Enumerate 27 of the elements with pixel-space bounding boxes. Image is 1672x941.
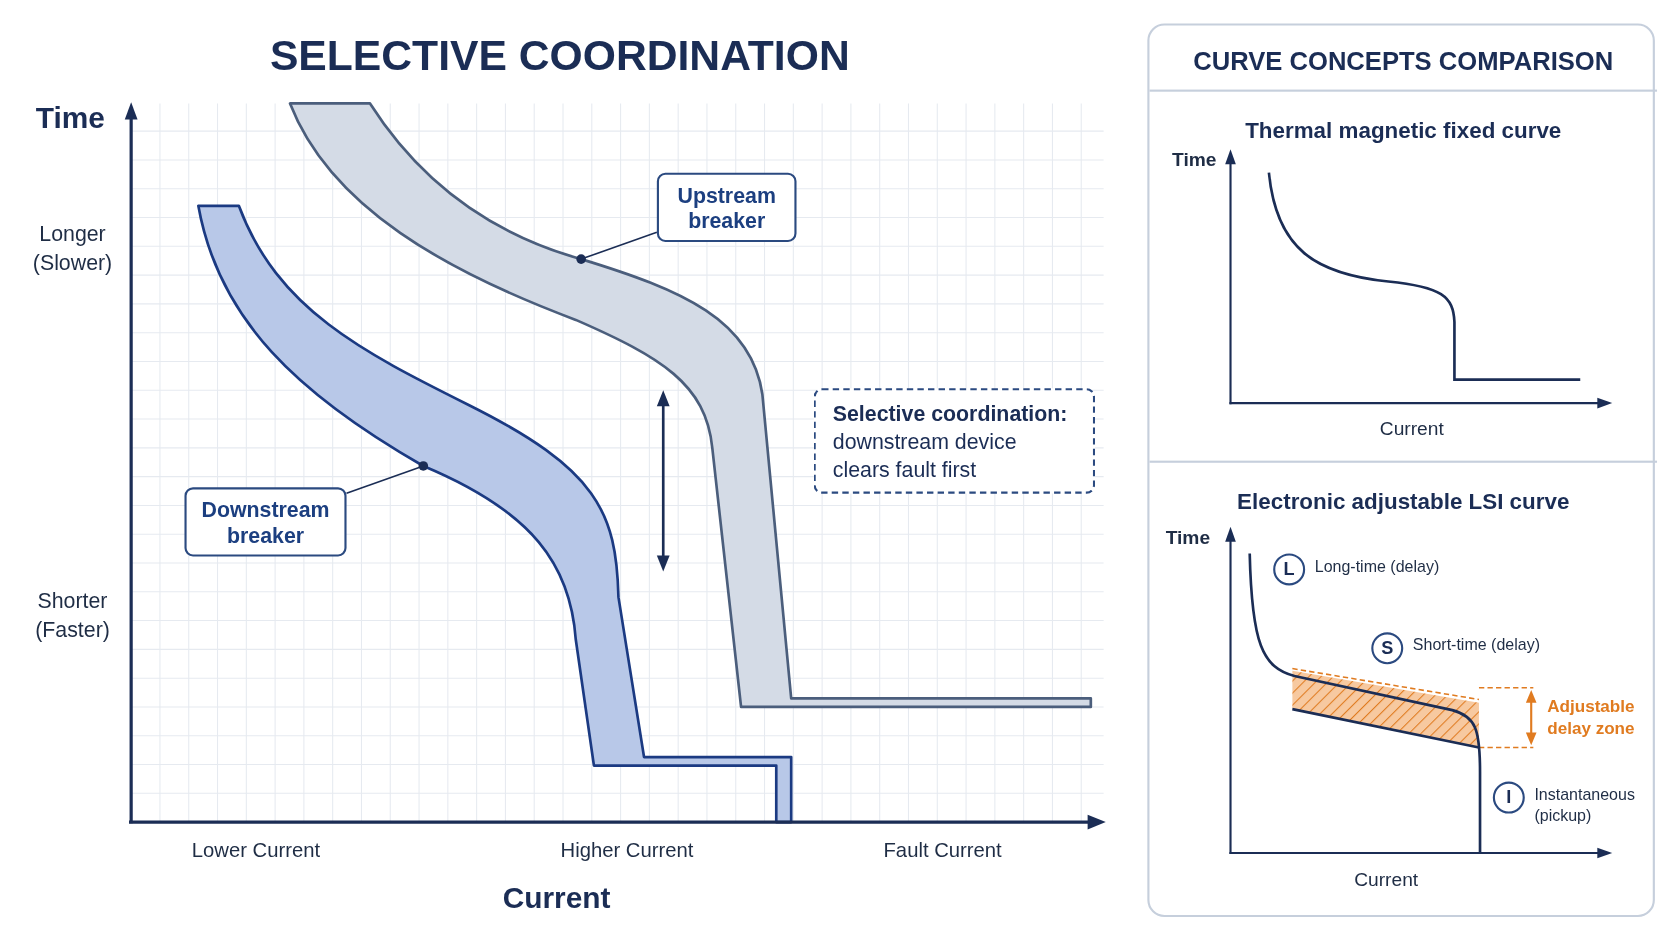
callout-box: Downstream breaker: [184, 487, 347, 557]
leader-line: [345, 461, 429, 494]
section-title: Thermal magnetic fixed curve: [1244, 116, 1563, 145]
axis-label: Time: [34, 100, 106, 137]
axis-label: Current: [1378, 417, 1445, 442]
callout-box: Upstream breaker: [656, 172, 797, 243]
curve-region-label: Long-time (delay): [1314, 555, 1441, 577]
comparison-panel: [1147, 23, 1655, 917]
leader-line: [576, 231, 658, 264]
curve-region-label: Short-time (delay): [1412, 634, 1541, 656]
note-text: downstream device clears fault first: [832, 428, 1018, 483]
diagram-title: SELECTIVE COORDINATION: [268, 31, 851, 81]
axis-label: Fault Current: [882, 838, 1003, 864]
axis-label: Current: [501, 880, 612, 917]
axis-label: Adjustable delay zone: [1546, 696, 1636, 739]
axis-label: Current: [1353, 868, 1420, 893]
axis-label: Longer (Slower): [31, 220, 114, 277]
axis-label: Time: [1164, 525, 1212, 551]
axis-label: Lower Current: [190, 838, 322, 864]
axis-label: Shorter (Faster): [34, 587, 111, 644]
panel-title: CURVE CONCEPTS COMPARISON: [1192, 45, 1615, 78]
curve-region-label: Instantaneous (pickup): [1534, 783, 1636, 827]
note-heading: Selective coordination:: [832, 400, 1069, 427]
note-box: [813, 388, 1096, 494]
axis-label: Higher Current: [559, 838, 695, 864]
section-title: Electronic adjustable LSI curve: [1236, 487, 1571, 516]
axis-label: Time: [1171, 148, 1218, 173]
